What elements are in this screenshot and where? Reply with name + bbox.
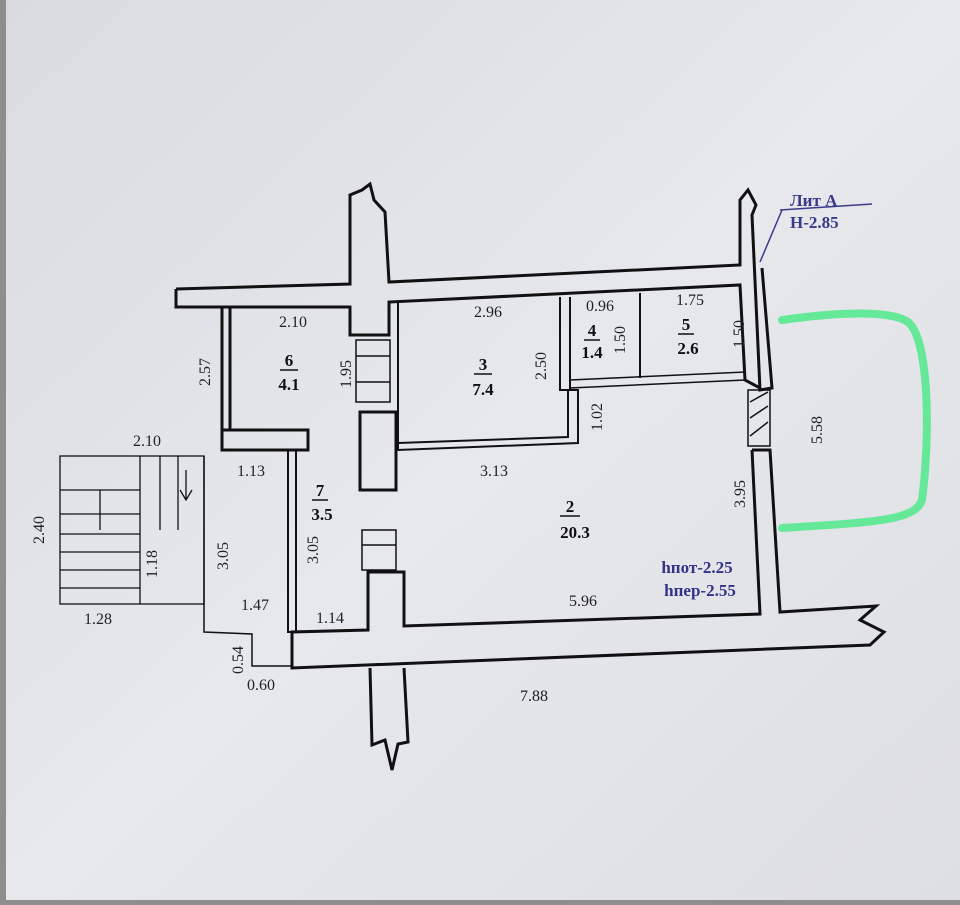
lit-label: Лит А [790, 191, 838, 210]
door-opening-2 [361, 529, 397, 571]
dim-room2-top: 3.13 [480, 463, 508, 480]
highlight-bracket [778, 309, 931, 532]
room3-partition [389, 301, 579, 452]
bottom-wall-stub [368, 667, 410, 771]
room-4-number: 4 [588, 321, 597, 340]
dim-corridor-height: 3.05 [215, 542, 232, 570]
dim-room7-bottom: 1.14 [316, 610, 344, 627]
room-4-area: 1.4 [581, 343, 603, 362]
dim-room2-bottom: 5.96 [569, 593, 597, 610]
dim-room6-top: 2.10 [279, 314, 307, 331]
door-openings [355, 339, 771, 571]
walls [174, 181, 887, 771]
lit-stamp: Лит А Н-2.85 [759, 191, 873, 263]
dim-step-height: 0.54 [230, 646, 247, 674]
window-opening-right [747, 389, 771, 447]
stamp-underline [779, 203, 873, 211]
room-2-area: 20.3 [560, 523, 590, 542]
door-opening-1 [355, 339, 391, 403]
dim-room5-top: 1.75 [676, 292, 704, 309]
dim-stair-landing: 1.18 [144, 550, 161, 578]
dim-corridor-top: 1.13 [237, 463, 265, 480]
top-wall [175, 181, 774, 392]
room-labels: 6 4.1 3 7.4 4 1.4 5 2.6 7 3.5 2 20.3 [278, 315, 698, 542]
dim-room3-top: 2.96 [474, 304, 502, 321]
corridor-wall [287, 450, 297, 633]
right-wall-lower [290, 448, 887, 670]
dim-total-length: 7.88 [520, 688, 548, 705]
partition-block-center [358, 410, 398, 492]
dim-room2-height: 3.95 [732, 480, 749, 508]
dim-room3-offset: 1.02 [589, 403, 606, 431]
dim-stair-top: 2.10 [133, 433, 161, 450]
room-3-number: 3 [479, 355, 488, 374]
stair-outline [59, 455, 205, 605]
room45-partition [559, 297, 571, 391]
dim-room4-top: 0.96 [586, 298, 614, 315]
ceiling-height: hпот-2.25 [661, 558, 732, 577]
dim-step-width: 0.60 [247, 677, 275, 694]
dim-room3-height: 2.50 [533, 352, 550, 380]
room45-bottom [569, 371, 746, 389]
height-label: Н-2.85 [790, 213, 839, 232]
window-hatch-3 [749, 421, 769, 437]
dim-door-height: 1.95 [338, 360, 355, 388]
room-7-area: 3.5 [311, 505, 332, 524]
dim-room4-height: 1.50 [612, 326, 629, 354]
dim-right-wall: 5.58 [809, 416, 826, 444]
dimension-labels-vertical: 2.57 1.95 2.50 1.50 1.50 1.02 5.58 3.95 … [31, 320, 826, 674]
paper-background [6, 0, 960, 900]
room-5-area: 2.6 [677, 339, 698, 358]
stamp-leader [759, 209, 783, 263]
window-hatch-1 [749, 391, 769, 403]
dim-room5-height: 1.50 [731, 320, 748, 348]
room-6-area: 4.1 [278, 375, 299, 394]
room-2-number: 2 [566, 497, 575, 516]
floor-height: hпер-2.55 [664, 581, 736, 600]
dim-room7-height: 3.05 [305, 536, 322, 564]
dim-room6-height: 2.57 [197, 358, 214, 386]
dim-corridor-bottom: 1.47 [241, 597, 269, 614]
room-5-number: 5 [682, 315, 691, 334]
window-hatch-2 [749, 405, 769, 419]
height-notes: hпот-2.25 hпер-2.55 [661, 558, 735, 600]
room-6-number: 6 [285, 351, 294, 370]
dim-stair-height: 2.40 [31, 516, 48, 544]
partition-block-left [220, 428, 310, 452]
dimension-labels-horizontal: 2.10 2.96 0.96 1.75 2.10 1.13 3.13 1.28 … [84, 292, 704, 705]
dim-stair-bottom: 1.28 [84, 611, 112, 628]
top-wall-inner [174, 283, 761, 390]
stair-arrow [179, 470, 193, 502]
staircase [59, 455, 205, 605]
room-3-area: 7.4 [472, 380, 494, 399]
room-7-number: 7 [316, 481, 325, 500]
